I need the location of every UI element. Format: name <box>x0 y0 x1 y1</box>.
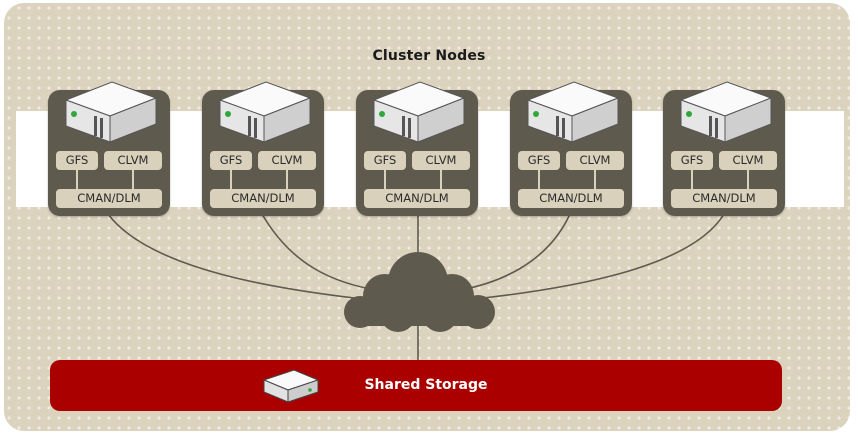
cman-dlm-label: CMAN/DLM <box>671 189 777 208</box>
shared-storage-label: Shared Storage <box>364 377 488 393</box>
cluster-node: GFS CLVM CMAN/DLM <box>202 81 324 216</box>
clvm-label: CLVM <box>104 151 162 170</box>
server-icon <box>218 81 312 143</box>
server-icon <box>679 81 773 143</box>
clvm-label: CLVM <box>566 151 624 170</box>
connector <box>230 170 232 189</box>
server-icon <box>372 81 466 143</box>
shared-storage-bar: Shared Storage <box>50 360 782 411</box>
diagram-background <box>4 3 850 431</box>
gfs-label: GFS <box>671 151 713 170</box>
gfs-label: GFS <box>518 151 560 170</box>
connector <box>594 170 596 189</box>
clvm-label: CLVM <box>719 151 777 170</box>
gfs-label: GFS <box>364 151 406 170</box>
connector <box>691 170 693 189</box>
cluster-node: GFS CLVM CMAN/DLM <box>48 81 170 216</box>
connector <box>132 170 134 189</box>
connector <box>440 170 442 189</box>
diagram-title: Cluster Nodes <box>372 48 486 64</box>
gfs-label: GFS <box>210 151 252 170</box>
server-icon <box>64 81 158 143</box>
wire-node-1 <box>107 213 373 301</box>
cluster-node: GFS CLVM CMAN/DLM <box>663 81 785 216</box>
connector <box>76 170 78 189</box>
cloud-icon <box>344 252 495 332</box>
cluster-node: GFS CLVM CMAN/DLM <box>510 81 632 216</box>
server-icon <box>526 81 620 143</box>
cman-dlm-label: CMAN/DLM <box>518 189 624 208</box>
clvm-label: CLVM <box>258 151 316 170</box>
cman-dlm-label: CMAN/DLM <box>56 189 162 208</box>
cman-dlm-label: CMAN/DLM <box>210 189 316 208</box>
cman-dlm-label: CMAN/DLM <box>364 189 470 208</box>
clvm-label: CLVM <box>412 151 470 170</box>
connector <box>286 170 288 189</box>
connector <box>538 170 540 189</box>
cluster-node: GFS CLVM CMAN/DLM <box>356 81 478 216</box>
storage-device-icon <box>262 369 320 403</box>
connector <box>747 170 749 189</box>
wire-node-5 <box>465 213 725 301</box>
connector <box>384 170 386 189</box>
gfs-label: GFS <box>56 151 98 170</box>
